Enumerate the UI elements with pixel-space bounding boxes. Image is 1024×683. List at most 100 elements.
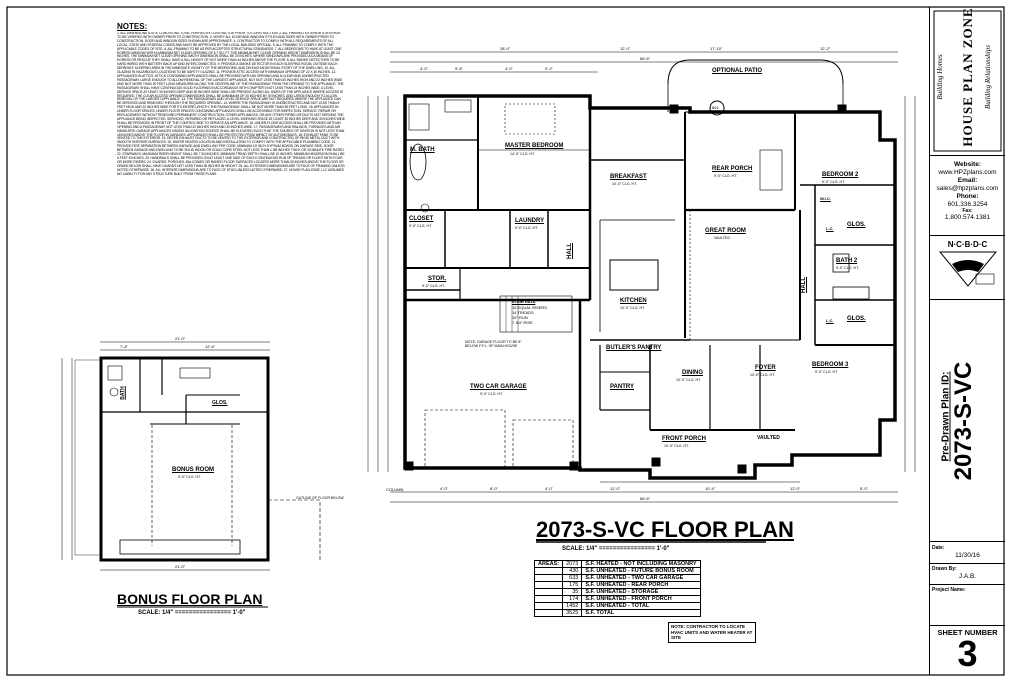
bonus-ticks: 21'-0"7'-8"12'-6" 21'-0" <box>120 336 216 569</box>
areas-value: 633 <box>562 574 583 582</box>
bonus-closet-label: GLOS. <box>212 400 228 406</box>
room-label: FRONT PORCH <box>662 436 706 442</box>
room-label: STOR. <box>428 276 447 282</box>
ncbdc-seal-icon <box>938 251 997 287</box>
svg-text:10'-4": 10'-4" <box>705 486 716 491</box>
areas-desc: S.F. UNHEATED - TOTAL <box>581 602 701 610</box>
areas-label-cell <box>533 602 564 610</box>
room-label: DINING <box>682 370 703 376</box>
notes-title: NOTES: <box>117 22 148 31</box>
room-sub: 14'-0" CLG. HT. <box>510 152 535 156</box>
room-label: BEDROOM 2 <box>822 172 859 178</box>
room-label: HALL <box>801 277 807 293</box>
room-sub: 9'-0" CLG. HT. <box>822 180 845 184</box>
room-label: OPTIONAL PATIO <box>712 68 763 74</box>
room-sub: 9'-0" CLG. HT. <box>515 226 538 230</box>
svg-text:21'-0": 21'-0" <box>175 564 186 569</box>
project-label: Project Name: <box>932 587 966 593</box>
bonus-plan-scale: SCALE: 1/4" ================ 1'-0" <box>138 610 246 616</box>
room-sub: 10'-0" CLG. HT. <box>612 182 637 186</box>
svg-text:4'-0": 4'-0" <box>420 66 429 71</box>
phone-1: 601.336.3254 <box>947 201 988 208</box>
email-link[interactable]: sales@hpzplans.com <box>936 185 999 192</box>
room-label: FOYER <box>755 365 776 371</box>
areas-desc: S.F. UNHEATED - FUTURE BONUS ROOM <box>581 567 701 575</box>
bonus-bath-label: BATH <box>119 386 126 400</box>
areas-label-cell <box>533 574 564 582</box>
drawn-value: J.A.B. <box>958 573 977 580</box>
svg-text:21'-0": 21'-0" <box>175 336 186 341</box>
svg-text:12'-0": 12'-0" <box>620 46 631 51</box>
bonus-room-sub: 9'-0" CLG. HT. <box>178 475 201 479</box>
svg-text:4'-0": 4'-0" <box>440 486 449 491</box>
areas-desc: S.F. TOTAL <box>581 609 701 617</box>
contractor-note: NOTE: CONTRACTOR TO LOCATE HVAC UNITS AN… <box>668 622 756 643</box>
bonus-exterior <box>99 356 270 562</box>
areas-label-cell <box>533 595 564 603</box>
garage-note: NOTE: GARAGE FLOOR TO BE 8" BELOW F.F.L.… <box>465 340 522 349</box>
plan-id-value: 2073-S-VC <box>950 361 977 481</box>
bonus-plan-walls <box>74 356 321 562</box>
phone-2: 1.800.574.1381 <box>944 214 991 221</box>
bonus-room-label: BONUS ROOM <box>172 467 214 473</box>
areas-desc: S.F. UNHEATED - REAR PORCH <box>581 581 701 589</box>
areas-desc: S.F. UNHEATED - STORAGE <box>581 588 701 596</box>
sheet-number: 3 <box>957 633 978 674</box>
room-sub: 9'-0" CLG. HT. <box>815 370 838 374</box>
bonus-plan-title: BONUS FLOOR PLAN <box>117 591 263 607</box>
date-value: 11/30/16 <box>955 552 980 559</box>
project-panel: Project Name: <box>930 585 1005 626</box>
sheet-panel: SHEET NUMBER 3 <box>930 626 1005 674</box>
room-sub: 9'-0" CLG. HT. <box>422 284 445 288</box>
room-label: GLOS. <box>847 222 866 228</box>
sheet-border <box>6 6 1005 676</box>
room-label: TWO CAR GARAGE <box>470 384 527 390</box>
logo-panel: HOUSE PLAN ZONE Building Homes Building … <box>930 7 1005 156</box>
areas-desc: S.F. UNHEATED - TWO CAR GARAGE <box>581 574 701 582</box>
stair-data-line: 10" RUN <box>512 315 528 320</box>
svg-text:12'-0": 12'-0" <box>610 486 621 491</box>
room-label: PANTRY <box>610 384 634 390</box>
room-label: CLOSET <box>409 216 434 222</box>
optional-patio-outline <box>667 59 844 85</box>
areas-label-cell <box>533 567 564 575</box>
plan-id-panel: Pre-Drawn Plan ID: 2073-S-VC <box>930 301 1005 542</box>
areas-label-cell: AREAS: <box>533 560 564 568</box>
contact-panel: Website: www.HPZplans.com Email: sales@h… <box>930 157 1005 236</box>
website-link[interactable]: www.HPZplans.com <box>938 169 997 176</box>
main-plan-dimensions <box>367 51 916 503</box>
drawn-label: Drawn By: <box>932 566 957 572</box>
fax-label: Fax: <box>962 208 973 214</box>
svg-text:66'-6": 66'-6" <box>640 56 651 61</box>
areas-value: 430 <box>562 567 583 575</box>
column-label: COLUMN <box>386 487 404 492</box>
dimension-ticks: 28'-0"12'-0"17'-10"12'-2" 66'-6" 4'-0"9'… <box>420 46 869 501</box>
svg-text:12'-2": 12'-2" <box>820 46 831 51</box>
areas-desc: S.F. UNHEATED - FRONT PORCH <box>581 595 701 603</box>
room-label: BUTLER'S PANTRY <box>606 345 662 351</box>
svg-text:9'-6": 9'-6" <box>455 66 464 71</box>
date-panel: Date: 11/30/16 <box>930 543 1005 564</box>
outline-note: OUTLINE OF FLOOR BELOW <box>296 496 344 500</box>
main-plan-title: 2073-S-VC FLOOR PLAN <box>536 517 794 542</box>
date-label: Date: <box>932 545 945 551</box>
stair-data-title: STAIR DATA <box>512 299 536 304</box>
ncbdc-panel: N·C·B·D·C <box>930 237 1005 300</box>
room-sub: 9'-0" CLG. HT. <box>714 174 737 178</box>
room-sub: VAULTED <box>714 236 731 240</box>
room-label: REAR PORCH <box>712 166 753 172</box>
section-marker: 601 <box>712 105 719 110</box>
svg-text:4'-0": 4'-0" <box>505 66 514 71</box>
room-label: GLOS. <box>847 316 866 322</box>
room-label: GREAT ROOM <box>705 228 746 234</box>
room-label: BREAKFAST <box>610 174 647 180</box>
room-label: BEDROOM 3 <box>812 362 849 368</box>
main-plan-scale: SCALE: 1/4" ================ 1'-0" <box>562 546 670 552</box>
